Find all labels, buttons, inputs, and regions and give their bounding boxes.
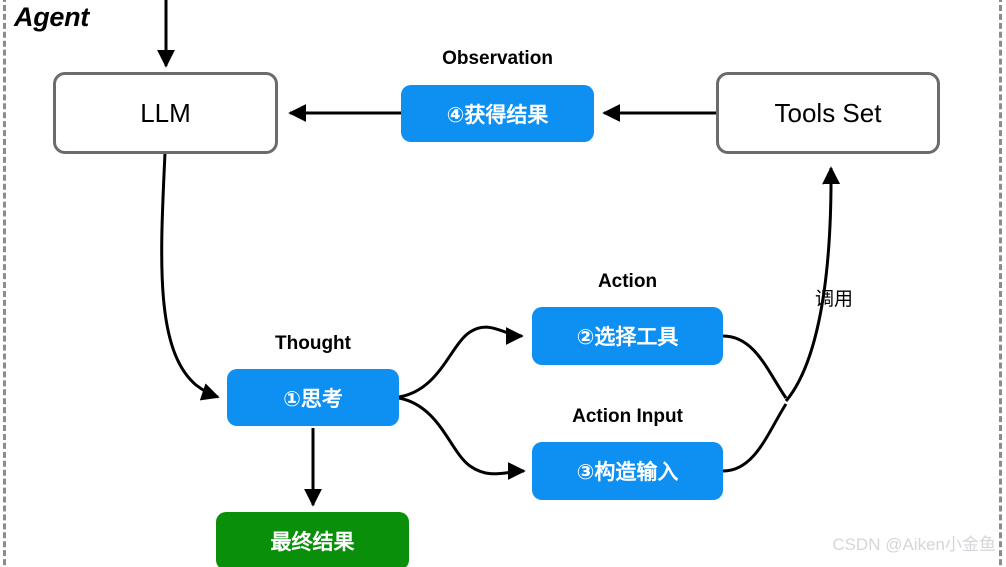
node-action[interactable]: ②选择工具 <box>532 307 723 365</box>
label-thought: Thought <box>227 333 399 355</box>
label-observation: Observation <box>401 48 594 70</box>
label-action-input-text: Action Input <box>572 406 683 427</box>
node-action-input[interactable]: ③构造输入 <box>532 442 723 500</box>
label-thought-text: Thought <box>275 333 351 354</box>
label-action-input: Action Input <box>532 406 723 428</box>
label-invoke: 调用 <box>786 284 882 311</box>
node-tools-set[interactable]: Tools Set <box>716 72 940 154</box>
label-invoke-text: 调用 <box>814 289 853 310</box>
node-thought[interactable]: ①思考 <box>227 369 399 426</box>
node-final-result[interactable]: 最终结果 <box>216 512 409 567</box>
edge-action-input-to-junction <box>722 403 788 473</box>
edge-thought-to-action-input <box>398 396 526 481</box>
node-tools-set-label: Tools Set <box>774 97 882 128</box>
node-action-input-label: ③构造输入 <box>576 461 679 484</box>
node-thought-label: ①思考 <box>283 387 343 411</box>
watermark: CSDN @Aiken小金鱼 <box>832 535 996 554</box>
node-observation[interactable]: ④获得结果 <box>401 85 594 142</box>
agent-title: Agent <box>14 2 89 32</box>
node-action-label: ②选择工具 <box>576 326 679 349</box>
edge-action-to-junction <box>722 334 788 399</box>
label-observation-text: Observation <box>442 48 553 69</box>
node-llm[interactable]: LLM <box>53 72 278 154</box>
edge-thought-to-action <box>398 325 524 399</box>
node-final-result-label: 最终结果 <box>270 531 355 554</box>
edge-llm-to-thought <box>160 152 220 401</box>
label-action: Action <box>532 271 723 293</box>
node-llm-label: LLM <box>140 97 191 128</box>
node-observation-label: ④获得结果 <box>446 103 549 127</box>
label-action-text: Action <box>597 271 658 292</box>
